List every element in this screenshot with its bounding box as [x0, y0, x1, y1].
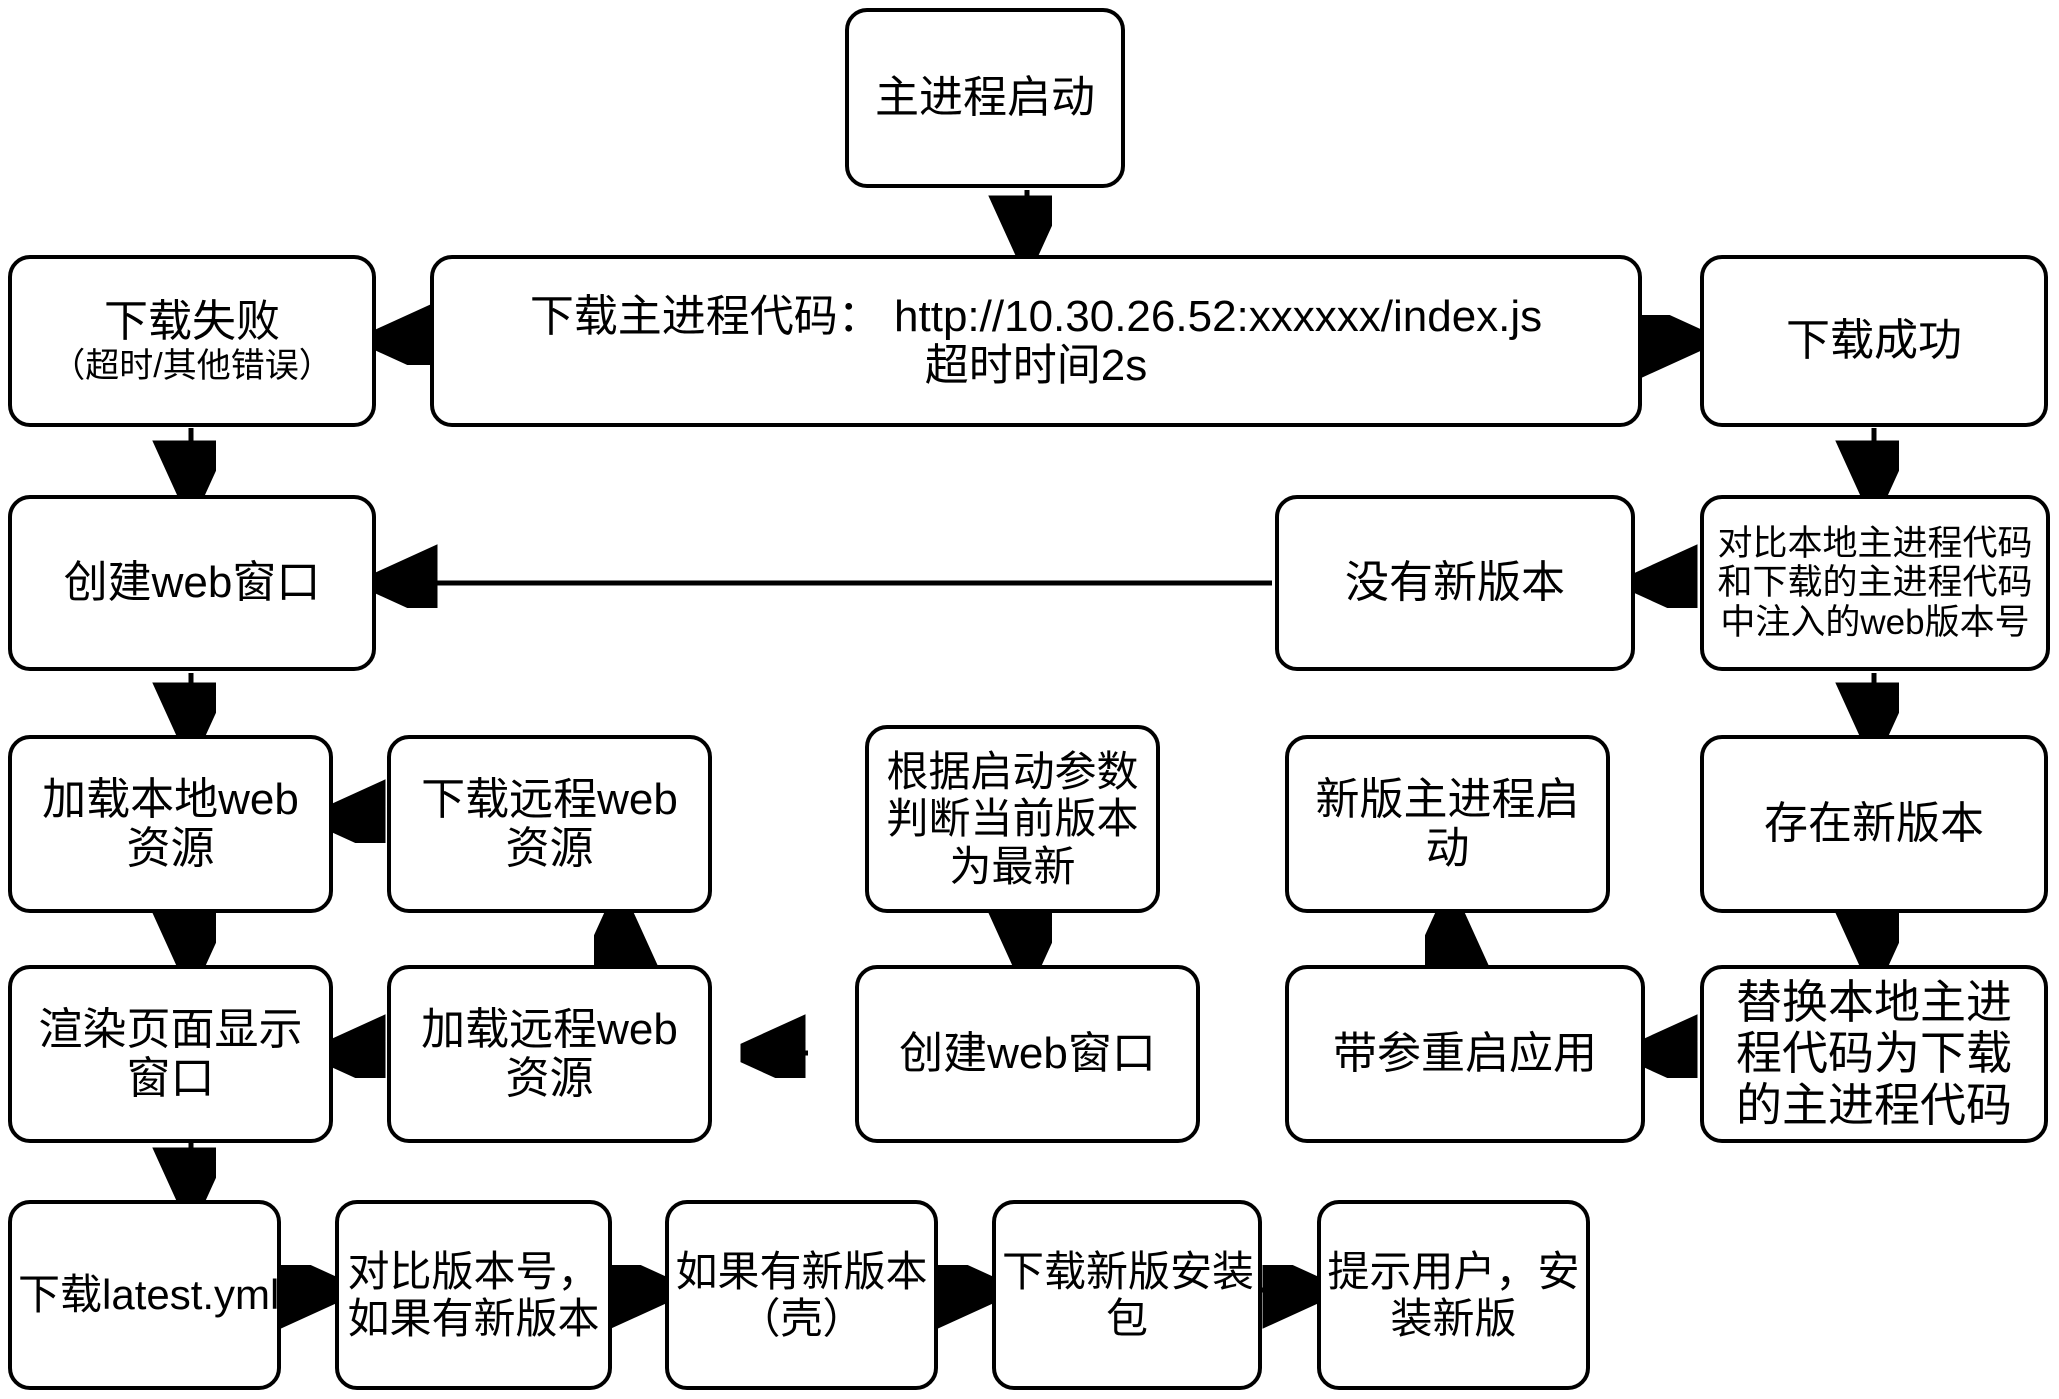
node-create-web-window-2[interactable]: 创建web窗口 — [855, 965, 1200, 1143]
node-prompt-user-install[interactable]: 提示用户，安 装新版 — [1317, 1200, 1590, 1390]
node-render-page-window-label: 渲染页面显示 窗口 — [38, 1004, 303, 1103]
node-create-web-window-1[interactable]: 创建web窗口 — [8, 495, 376, 671]
node-load-local-web-res[interactable]: 加载本地web 资源 — [8, 735, 333, 913]
node-if-new-version-shell[interactable]: 如果有新版本 （壳） — [665, 1200, 938, 1390]
node-replace-local-main-code-label: 替换本地主进 程代码为下载 的主进程代码 — [1736, 975, 2012, 1131]
node-download-new-installer-label: 下载新版安装 包 — [1002, 1247, 1255, 1342]
node-new-main-process-start-label: 新版主进程启 动 — [1315, 774, 1580, 873]
node-if-new-version-shell-label: 如果有新版本 （壳） — [675, 1247, 928, 1342]
node-main-start-label: 主进程启动 — [875, 73, 1095, 123]
node-load-remote-web-res[interactable]: 加载远程web 资源 — [387, 965, 712, 1143]
node-download-fail-label: 下载失败 （超时/其他错误） — [12, 297, 372, 384]
node-no-new-version[interactable]: 没有新版本 — [1275, 495, 1635, 671]
node-compare-web-version-label: 对比本地主进程代码 和下载的主进程代码 中注入的web版本号 — [1717, 524, 2033, 642]
node-compare-web-version[interactable]: 对比本地主进程代码 和下载的主进程代码 中注入的web版本号 — [1700, 495, 2050, 671]
node-prompt-user-install-label: 提示用户，安 装新版 — [1327, 1247, 1580, 1342]
node-download-remote-web-res-label: 下载远程web 资源 — [421, 774, 678, 873]
node-restart-with-args[interactable]: 带参重启应用 — [1285, 965, 1645, 1143]
node-download-latest-yml[interactable]: 下载latest.yml — [8, 1200, 281, 1390]
node-download-fail-sublabel: （超时/其他错误） — [51, 346, 333, 385]
node-compare-version-number-label: 对比版本号， 如果有新版本 — [347, 1247, 600, 1342]
node-download-main-code-label: 下载主进程代码： http://10.30.26.52:xxxxxx/index… — [529, 291, 1543, 390]
node-load-local-web-res-label: 加载本地web 资源 — [42, 774, 299, 873]
node-replace-local-main-code[interactable]: 替换本地主进 程代码为下载 的主进程代码 — [1700, 965, 2048, 1143]
node-render-page-window[interactable]: 渲染页面显示 窗口 — [8, 965, 333, 1143]
node-main-start[interactable]: 主进程启动 — [845, 8, 1125, 188]
node-has-new-version[interactable]: 存在新版本 — [1700, 735, 2048, 913]
node-judge-current-latest-label: 根据启动参数 判断当前版本 为最新 — [886, 748, 1139, 890]
node-new-main-process-start[interactable]: 新版主进程启 动 — [1285, 735, 1610, 913]
node-no-new-version-label: 没有新版本 — [1345, 558, 1565, 608]
node-load-remote-web-res-label: 加载远程web 资源 — [421, 1004, 678, 1103]
node-download-main-code[interactable]: 下载主进程代码： http://10.30.26.52:xxxxxx/index… — [430, 255, 1642, 427]
node-download-new-installer[interactable]: 下载新版安装 包 — [992, 1200, 1262, 1390]
node-judge-current-latest[interactable]: 根据启动参数 判断当前版本 为最新 — [865, 725, 1160, 913]
node-has-new-version-label: 存在新版本 — [1764, 799, 1984, 849]
node-compare-version-number[interactable]: 对比版本号， 如果有新版本 — [335, 1200, 612, 1390]
node-download-remote-web-res[interactable]: 下载远程web 资源 — [387, 735, 712, 913]
node-download-latest-yml-label: 下载latest.yml — [18, 1271, 280, 1319]
node-create-web-window-2-label: 创建web窗口 — [899, 1029, 1156, 1079]
node-restart-with-args-label: 带参重启应用 — [1333, 1029, 1597, 1079]
node-download-success[interactable]: 下载成功 — [1700, 255, 2048, 427]
node-download-success-label: 下载成功 — [1786, 316, 1962, 366]
node-create-web-window-1-label: 创建web窗口 — [63, 558, 321, 608]
node-download-fail[interactable]: 下载失败 （超时/其他错误） — [8, 255, 376, 427]
